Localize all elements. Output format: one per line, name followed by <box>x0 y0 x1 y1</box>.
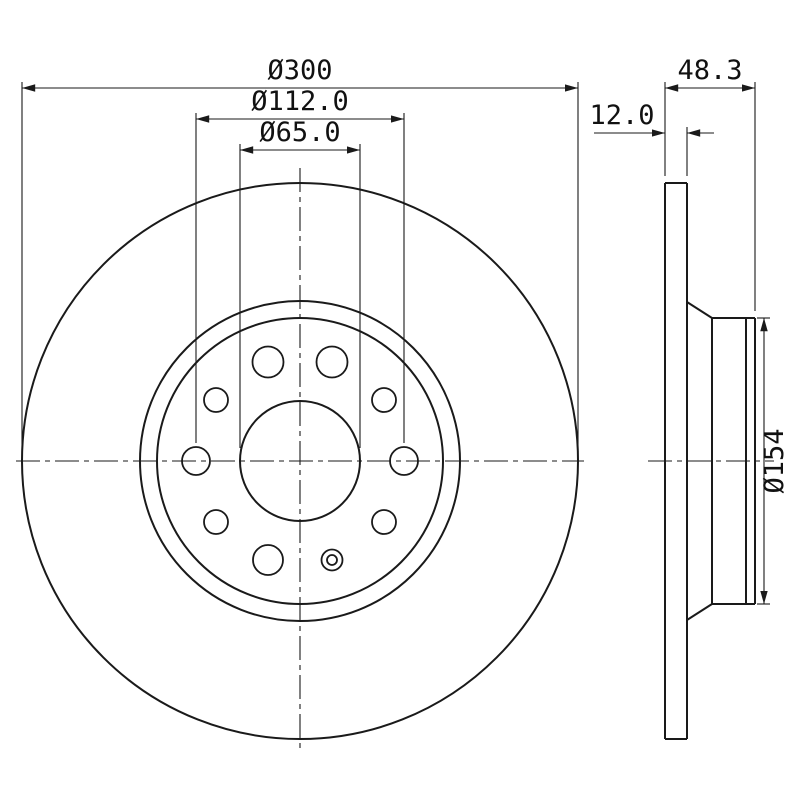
bolt-holes <box>181 345 419 576</box>
dimension-label-hat-diameter: Ø154 <box>759 428 790 493</box>
front-view <box>16 168 584 752</box>
locating-pin-hole-inner <box>326 554 338 566</box>
hat-diameter-circle <box>156 317 444 605</box>
dimension-center-bore: Ø65.0 <box>239 117 361 448</box>
dimension-label-disc-thickness: 12.0 <box>589 100 654 131</box>
small-hole <box>371 387 397 413</box>
hat-slant-bottom <box>686 603 713 621</box>
hat-transition-circle <box>139 300 461 622</box>
small-hole <box>203 509 229 535</box>
disc-profile <box>664 182 756 740</box>
hat-slant-top <box>686 301 713 319</box>
center-bore-circle <box>239 400 361 522</box>
bolt-hole <box>315 345 349 379</box>
small-hole <box>203 387 229 413</box>
bolt-hole <box>181 446 211 476</box>
dimension-bolt-circle: Ø112.0 <box>195 86 405 443</box>
dimension-label-total-thickness: 48.3 <box>677 55 742 86</box>
dimension-label-bore: Ø65.0 <box>259 117 340 148</box>
dimension-outer-diameter: Ø300 <box>21 55 579 450</box>
bolt-hole <box>251 345 285 379</box>
bolt-hole <box>389 446 419 476</box>
dimension-hat-diameter: Ø154 <box>757 317 790 605</box>
dimension-label-bolt-circle: Ø112.0 <box>251 86 349 117</box>
dimension-label-outer: Ø300 <box>267 55 332 86</box>
dimension-disc-thickness: 12.0 <box>589 100 714 176</box>
dimension-total-thickness: 48.3 <box>664 55 756 311</box>
small-hole <box>371 509 397 535</box>
outer-diameter-circle <box>21 182 579 740</box>
bolt-hole <box>252 544 284 576</box>
locating-pin-hole-outer <box>320 548 344 572</box>
side-view <box>648 182 774 740</box>
